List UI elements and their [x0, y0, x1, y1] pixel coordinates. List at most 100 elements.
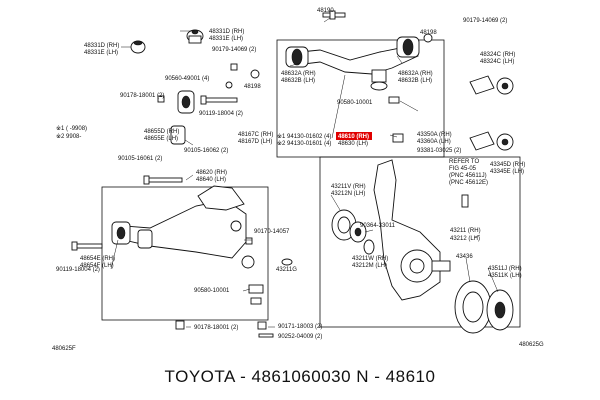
grommet-43211g-part — [281, 258, 293, 266]
label-48655d: 48655D (RH) — [144, 129, 179, 135]
bolt-90119-top-part — [200, 95, 238, 105]
label-48632b-right: 48632B (LH) — [398, 78, 432, 84]
label-43211g: 43211G — [276, 267, 297, 273]
label-94130-01601: ※2 94130-01601 (4) — [277, 140, 331, 147]
label-48167c: 48167C (RH) — [238, 132, 273, 138]
label-48167d: 48167D (LH) — [238, 139, 272, 145]
bolt-90170-part — [245, 237, 253, 245]
bolt-90178-top-part — [157, 95, 165, 103]
refer-note-line2: FIG 45-05 — [449, 166, 477, 172]
hub-flange-43511-part — [486, 289, 514, 331]
cap-48198-top-part — [423, 33, 433, 43]
bolt-near-refer-part — [461, 194, 469, 208]
label-93381: 93381-03025 (2) — [417, 148, 461, 154]
pin-90252-part — [258, 333, 274, 338]
label-90178-top: 90178-18001 (2) — [120, 93, 164, 99]
label-43211v: 43211V (RH) — [331, 184, 366, 190]
label-48640: 48640 (LH) — [196, 177, 226, 183]
cap-48198-mid-part — [250, 69, 260, 79]
label-90179-14069-top: 90179-14069 (2) — [463, 18, 507, 24]
label-90119-bot: 90119-18004 (2) — [56, 267, 100, 273]
lower-arm-frame — [101, 186, 269, 321]
label-48654f: 48654F (LH) — [80, 263, 114, 269]
label-43212: 43212 (LH) — [450, 236, 480, 242]
lower-arm-upper-bracket-part — [197, 185, 245, 211]
part-number-caption: TOYOTA - 4861060030 N - 48610 — [164, 367, 436, 386]
lower-control-arm-part — [111, 199, 255, 269]
leader-lines — [110, 17, 499, 328]
bushing-pair-part — [177, 90, 195, 114]
legend-note-1: ※1 ( -9908) — [56, 125, 87, 132]
label-48632b-left: 48632B (LH) — [281, 78, 315, 84]
bolt-48190-part — [322, 10, 346, 20]
nut-90580-bot-part — [248, 284, 264, 305]
highlight-box — [336, 132, 372, 140]
legend-note-2: ※2 9908- — [56, 133, 81, 140]
refer-note-line3: (PNC 45611J) — [449, 173, 487, 179]
label-48324c-rh: 48324C (RH) — [480, 52, 515, 58]
label-48331e-left: 48331E (LH) — [84, 50, 118, 56]
label-48198-top: 48198 — [420, 30, 437, 36]
label-90179-14069-mid: 90179-14069 (2) — [212, 47, 256, 53]
nut-90171-part — [257, 321, 267, 330]
label-48331d-left: 48331D (RH) — [84, 43, 119, 49]
label-43212m: 43212M (LH) — [352, 263, 387, 269]
cam-plate-part — [170, 125, 186, 145]
upper-control-arm-part — [285, 36, 420, 91]
label-90105-16061: 90105-16061 (2) — [118, 156, 162, 162]
bumper-stopper-part — [186, 29, 204, 44]
label-90252: 90252-04009 (2) — [278, 334, 322, 340]
label-90119-top: 90119-18004 (2) — [199, 111, 243, 117]
label-43350a: 43350A (RH) — [417, 132, 452, 138]
label-48620: 48620 (RH) — [196, 170, 227, 176]
label-90580-top: 90580-10001 — [337, 100, 373, 106]
label-90580-bot: 90580-10001 — [194, 288, 230, 294]
label-48632a-left: 48632A (RH) — [281, 71, 316, 77]
label-43511k: 43511K (LH) — [488, 273, 522, 279]
label-48331e-right: 48331E (LH) — [209, 36, 243, 42]
refer-note-line4: (PNC 45612E) — [449, 180, 488, 186]
label-43345d: 43345D (RH) — [490, 162, 525, 168]
figure-id-right: 480625G — [519, 342, 544, 348]
label-48331d-right: 48331D (RH) — [209, 29, 244, 35]
bracket-43350-part — [392, 133, 404, 143]
spacer-43211w-part — [363, 239, 375, 255]
label-48632a-right: 48632A (RH) — [398, 71, 433, 77]
label-48610-highlighted: 48610 (RH) — [338, 134, 369, 140]
label-43212n: 43212N (LH) — [331, 191, 365, 197]
label-43511j: 43511J (RH) — [488, 266, 522, 272]
suspension-exploded-diagram: 48190 48331D (RH) 48331E (LH) 48331D (RH… — [52, 8, 544, 352]
label-90170: 90170-14057 — [254, 229, 290, 235]
pad-43345-part — [469, 131, 514, 151]
knuckle-frame — [319, 156, 521, 328]
nut-part — [230, 63, 238, 71]
cam-bushing-part — [130, 40, 146, 54]
label-48655e: 48655E (LH) — [144, 136, 178, 142]
nut-90178-bot-part — [175, 320, 185, 330]
steering-knuckle-part — [373, 159, 451, 301]
label-43360a: 43360A (LH) — [417, 139, 451, 145]
label-48654e: 48654E (RH) — [80, 256, 115, 262]
dust-cover-43436-part — [454, 280, 492, 334]
label-43436: 43436 — [456, 254, 473, 260]
label-90105-16062: 90105-16062 (2) — [184, 148, 228, 154]
figure-id-left: 480625F — [52, 346, 76, 352]
label-90364: 90364-33011 — [360, 223, 396, 229]
pad-43324-part — [469, 75, 514, 95]
bolt-90119-bot-part — [71, 241, 103, 251]
bolt-90105-top-part — [143, 175, 183, 185]
label-94130-01602: ※1 94130-01602 (4) — [277, 133, 331, 140]
label-43211: 43211 (RH) — [450, 228, 481, 234]
label-48190: 48190 — [317, 8, 334, 14]
ball-joint-nut-part — [388, 96, 400, 104]
washer-part — [225, 81, 233, 89]
label-48630: 48630 (LH) — [338, 141, 368, 147]
label-48198-mid: 48198 — [244, 84, 261, 90]
label-48324c-lh: 48324C (LH) — [480, 59, 514, 65]
label-43345e: 43345E (LH) — [490, 169, 524, 175]
label-90560: 90560-49001 (4) — [165, 76, 209, 82]
label-43211w: 43211W (RH) — [352, 256, 388, 262]
label-90178-bot: 90178-18001 (2) — [194, 325, 238, 331]
label-90171: 90171-18003 (2) — [278, 324, 322, 330]
